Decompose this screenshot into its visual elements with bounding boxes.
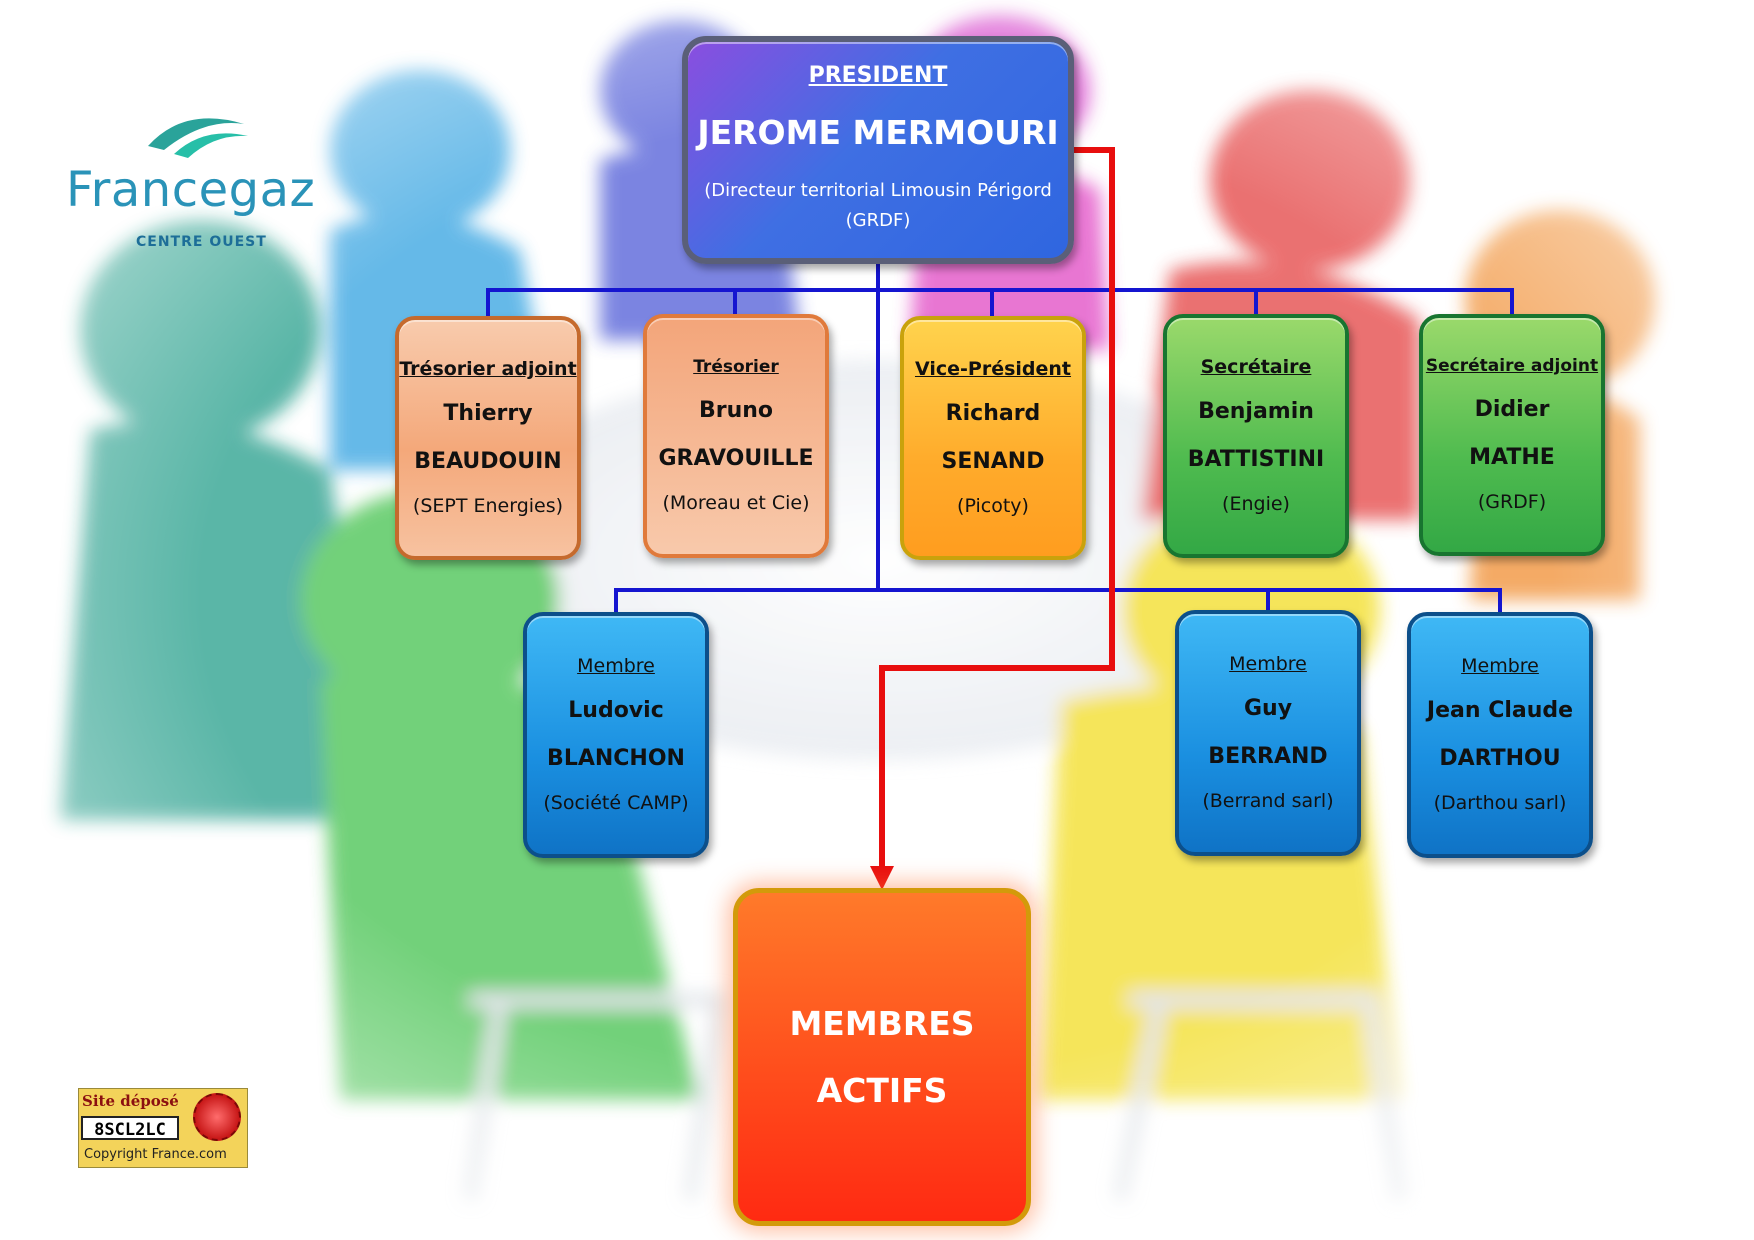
member-box-berrand: Membre Guy BERRAND (Berrand sarl): [1175, 610, 1361, 856]
logo-subtitle: CENTRE OUEST: [136, 234, 267, 250]
board-first-name: Bruno: [698, 398, 774, 423]
active-members-line1: MEMBRES: [789, 1004, 975, 1043]
board-first-name: Richard: [945, 401, 1041, 426]
board-first-name: Benjamin: [1198, 399, 1314, 424]
member-organization: (Darthou sarl): [1433, 792, 1567, 814]
badge-copyright-label: Copyright France.com: [84, 1147, 227, 1162]
copyright-badge[interactable]: Site déposé 8SCL2LC Copyright France.com: [78, 1088, 248, 1168]
board-last-name: MATHE: [1469, 445, 1555, 470]
member-last-name: BERRAND: [1208, 744, 1328, 769]
board-last-name: BEAUDOUIN: [414, 449, 562, 474]
francegaz-logo: Francegaz CENTRE OUEST: [66, 110, 338, 260]
active-members-box: MEMBRES ACTIFS: [733, 888, 1031, 1226]
badge-code: 8SCL2LC: [81, 1116, 179, 1140]
logo-wordmark: Francegaz: [66, 166, 315, 214]
board-organization: (GRDF): [1477, 491, 1547, 513]
badge-deposited-label: Site déposé: [82, 1092, 179, 1110]
member-role: Membre: [1229, 653, 1307, 675]
member-last-name: BLANCHON: [547, 746, 685, 771]
member-first-name: Jean Claude: [1426, 698, 1574, 723]
board-organization: (SEPT Energies): [412, 495, 564, 517]
board-last-name: BATTISTINI: [1187, 447, 1325, 472]
board-first-name: Didier: [1474, 397, 1550, 422]
member-role: Membre: [1461, 655, 1539, 677]
board-organization: (Engie): [1222, 493, 1290, 515]
member-box-darthou: Membre Jean Claude DARTHOU (Darthou sarl…: [1407, 612, 1593, 858]
member-role: Membre: [577, 655, 655, 677]
member-first-name: Guy: [1243, 696, 1293, 721]
logo-word-france: France: [66, 162, 229, 218]
board-role: Secrétaire adjoint: [1425, 356, 1599, 376]
board-box-vice-president: Vice-Président Richard SENAND (Picoty): [900, 316, 1086, 560]
board-box-tresorier-adjoint: Trésorier adjoint Thierry BEAUDOUIN (SEP…: [395, 316, 581, 560]
board-box-secretaire: Secrétaire Benjamin BATTISTINI (Engie): [1163, 314, 1349, 558]
board-box-tresorier: Trésorier Bruno GRAVOUILLE (Moreau et Ci…: [643, 314, 829, 558]
board-organization: (Moreau et Cie): [662, 492, 810, 514]
president-name: JEROME MERMOURI: [697, 112, 1059, 152]
board-role: Vice-Président: [914, 358, 1072, 380]
board-organization: (Picoty): [957, 495, 1029, 517]
board-first-name: Thierry: [443, 401, 533, 426]
member-organization: (Société CAMP): [543, 792, 689, 814]
board-role: Secrétaire: [1200, 356, 1312, 378]
board-box-secretaire-adjoint: Secrétaire adjoint Didier MATHE (GRDF): [1419, 314, 1605, 556]
president-box: PRESIDENT JEROME MERMOURI (Directeur ter…: [682, 36, 1074, 264]
president-description: (Directeur territorial Limousin Périgord…: [704, 179, 1052, 231]
board-role: Trésorier adjoint: [399, 358, 577, 380]
member-box-blanchon: Membre Ludovic BLANCHON (Société CAMP): [523, 612, 709, 858]
flame-wing-icon: [148, 118, 248, 158]
connector-lines: [486, 147, 1514, 890]
board-last-name: GRAVOUILLE: [658, 446, 814, 471]
logo-word-gaz: gaz: [228, 162, 316, 218]
member-last-name: DARTHOU: [1439, 746, 1561, 771]
copyright-seal-icon: [193, 1093, 241, 1141]
board-role: Trésorier: [693, 357, 779, 377]
member-first-name: Ludovic: [568, 698, 664, 723]
board-last-name: SENAND: [941, 449, 1045, 474]
president-role: PRESIDENT: [808, 62, 948, 88]
member-organization: (Berrand sarl): [1202, 790, 1334, 812]
active-members-line2: ACTIFS: [816, 1071, 948, 1110]
